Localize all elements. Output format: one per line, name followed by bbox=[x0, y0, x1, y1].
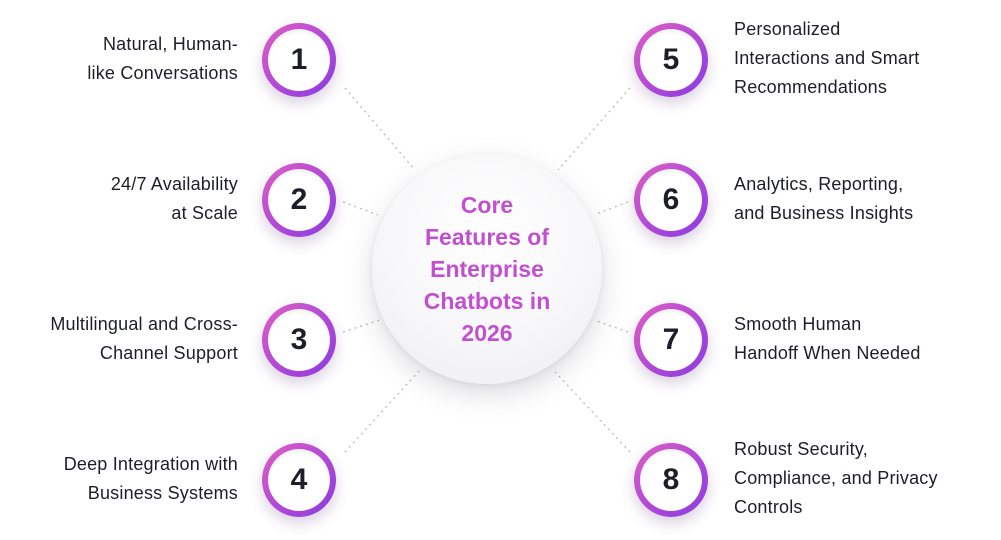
feature-badge-4: 4 bbox=[262, 443, 336, 517]
feature-badge-6: 6 bbox=[634, 163, 708, 237]
connector-6 bbox=[595, 201, 629, 215]
center-circle: Core Features of Enterprise Chatbots in … bbox=[372, 154, 602, 384]
connector-3 bbox=[342, 319, 381, 333]
feature-label-1-line-1: Natural, Human- bbox=[102, 34, 238, 54]
center-title-line-3: Enterprise bbox=[430, 256, 544, 282]
feature-label-8-line-2: Compliance, and Privacy bbox=[734, 468, 938, 488]
feature-number-1: 1 bbox=[268, 29, 330, 91]
feature-number-8: 8 bbox=[640, 449, 702, 511]
feature-number-7: 7 bbox=[640, 309, 702, 371]
feature-label-3-line-2: Channel Support bbox=[99, 343, 238, 363]
feature-label-3: Multilingual and Cross- Channel Support bbox=[50, 310, 238, 368]
feature-label-8: Robust Security, Compliance, and Privacy… bbox=[734, 435, 938, 522]
feature-label-4: Deep Integration with Business Systems bbox=[64, 450, 238, 508]
feature-badge-5: 5 bbox=[634, 23, 708, 97]
feature-label-5-line-1: Personalized bbox=[734, 19, 841, 39]
feature-label-1: Natural, Human- like Conversations bbox=[87, 30, 238, 88]
feature-label-2-line-2: at Scale bbox=[171, 203, 238, 223]
feature-badge-2: 2 bbox=[262, 163, 336, 237]
feature-number-2: 2 bbox=[268, 169, 330, 231]
feature-label-5-line-3: Recommendations bbox=[734, 77, 888, 97]
feature-label-8-line-1: Robust Security, bbox=[734, 439, 868, 459]
feature-label-6-line-2: and Business Insights bbox=[734, 203, 914, 223]
connector-5 bbox=[557, 87, 631, 171]
feature-badge-1: 1 bbox=[262, 23, 336, 97]
connector-8 bbox=[554, 371, 631, 453]
feature-badge-7: 7 bbox=[634, 303, 708, 377]
connector-1 bbox=[344, 87, 416, 171]
connector-2 bbox=[342, 201, 379, 216]
feature-number-4: 4 bbox=[268, 449, 330, 511]
center-title-line-5: 2026 bbox=[461, 320, 513, 346]
center-title-line-4: Chatbots in bbox=[423, 288, 551, 314]
feature-label-7-line-1: Smooth Human bbox=[734, 314, 862, 334]
feature-label-7-line-2: Handoff When Needed bbox=[734, 343, 921, 363]
feature-label-5: Personalized Interactions and Smart Reco… bbox=[734, 15, 920, 102]
feature-label-1-line-2: like Conversations bbox=[87, 63, 238, 83]
connector-7 bbox=[593, 319, 629, 333]
feature-badge-8: 8 bbox=[634, 443, 708, 517]
center-title-line-2: Features of bbox=[425, 224, 549, 250]
connector-4 bbox=[344, 369, 421, 453]
center-title-line-1: Core bbox=[460, 192, 514, 218]
feature-label-4-line-1: Deep Integration with bbox=[63, 454, 238, 474]
feature-label-4-line-2: Business Systems bbox=[87, 483, 238, 503]
feature-label-3-line-1: Multilingual and Cross- bbox=[50, 314, 238, 334]
feature-label-5-line-2: Interactions and Smart bbox=[734, 48, 920, 68]
feature-label-7: Smooth Human Handoff When Needed bbox=[734, 310, 921, 368]
feature-label-6: Analytics, Reporting, and Business Insig… bbox=[734, 170, 913, 228]
feature-number-6: 6 bbox=[640, 169, 702, 231]
feature-number-3: 3 bbox=[268, 309, 330, 371]
feature-badge-3: 3 bbox=[262, 303, 336, 377]
center-title: Core Features of Enterprise Chatbots in … bbox=[407, 189, 567, 349]
feature-label-2: 24/7 Availability at Scale bbox=[111, 170, 238, 228]
feature-label-6-line-1: Analytics, Reporting, bbox=[734, 174, 904, 194]
feature-label-8-line-3: Controls bbox=[734, 497, 803, 517]
feature-label-2-line-1: 24/7 Availability bbox=[110, 174, 238, 194]
feature-number-5: 5 bbox=[640, 29, 702, 91]
